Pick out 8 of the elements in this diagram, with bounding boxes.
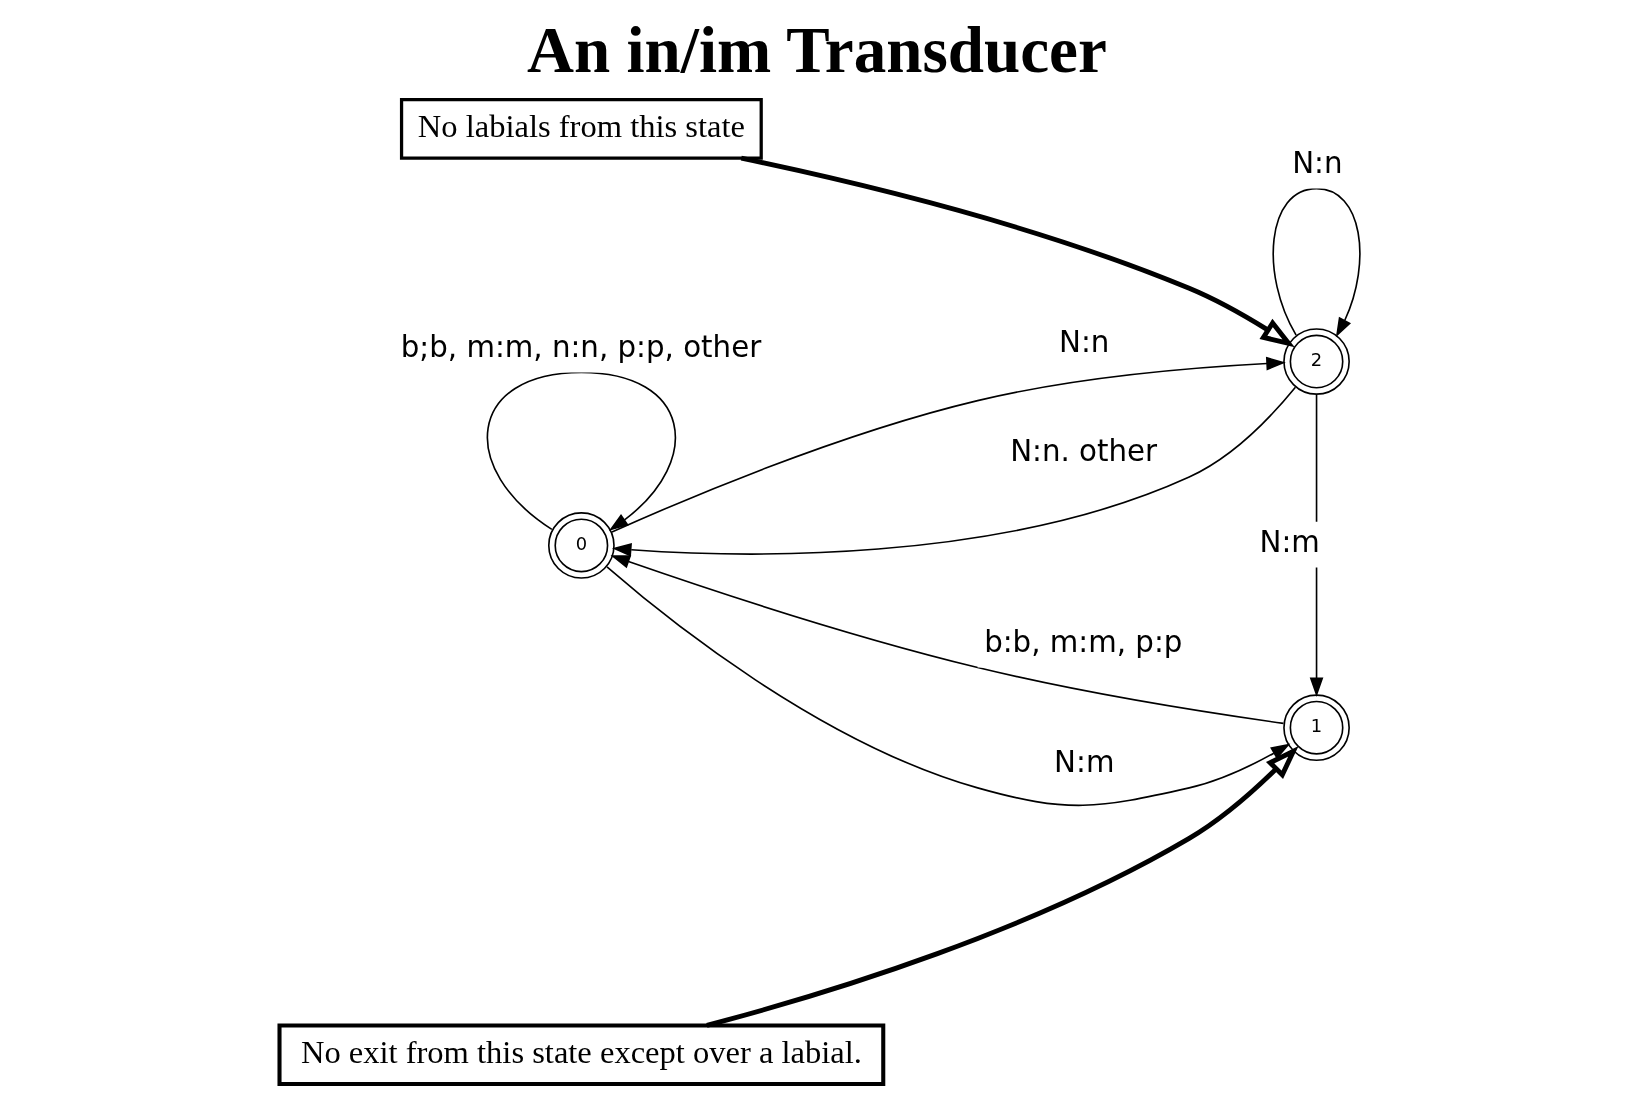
edge-label: b:b, m:m, p:p <box>983 624 1182 659</box>
edge-label: N:n. other <box>1009 434 1157 469</box>
diagram-title: An in/im Transducer <box>526 13 1107 86</box>
edge-label: N:m <box>1259 524 1320 559</box>
edge-label: N:m <box>1053 745 1114 780</box>
edge-label: N:n <box>1291 146 1342 180</box>
edge-label: N:n <box>1058 325 1109 360</box>
edge-label: b;b, m:m, n:n, p:p, other <box>400 329 761 364</box>
